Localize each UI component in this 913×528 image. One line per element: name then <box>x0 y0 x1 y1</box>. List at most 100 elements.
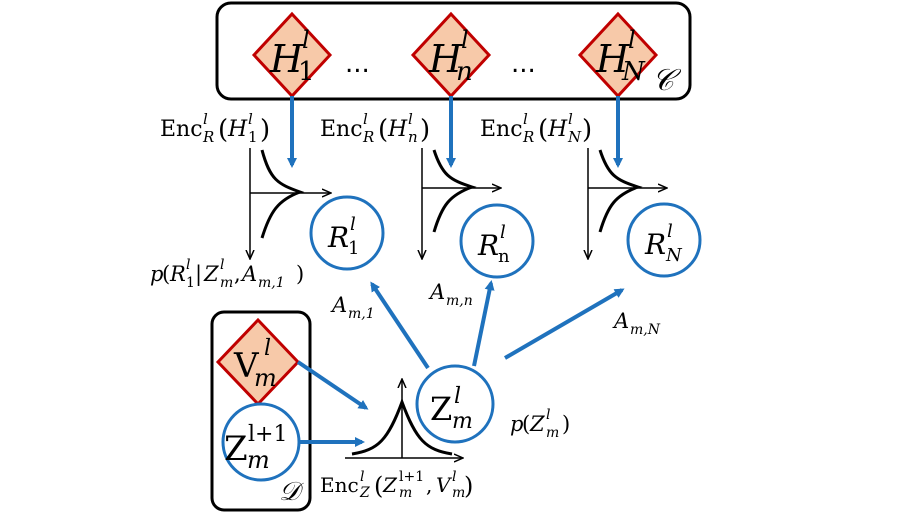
svg-text:(: ( <box>218 115 228 145</box>
svg-text:R: R <box>644 228 666 261</box>
svg-text:m: m <box>254 364 277 392</box>
svg-text:m: m <box>247 446 270 474</box>
svg-text:m,N: m,N <box>630 322 661 338</box>
group-d-label: 𝒟 <box>279 477 304 507</box>
svg-text:N: N <box>621 57 646 87</box>
group-c-box <box>215 1 692 101</box>
svg-text:R: R <box>202 128 214 146</box>
svg-text:1: 1 <box>348 238 359 259</box>
svg-text:l+1: l+1 <box>248 422 287 447</box>
svg-text:): ) <box>420 115 430 145</box>
svg-text:l: l <box>360 469 364 485</box>
svg-text:H: H <box>387 117 408 142</box>
svg-text:R: R <box>362 128 374 146</box>
svg-text:Z: Z <box>430 390 452 428</box>
svg-text:Z: Z <box>203 262 219 286</box>
svg-text:l: l <box>523 110 528 128</box>
svg-text:(: ( <box>378 115 388 145</box>
prior-distribution-sketch <box>345 380 462 458</box>
enc-r-label-N: Enc l R ( H l N ) <box>480 110 592 146</box>
svg-text:m,1: m,1 <box>258 275 285 291</box>
svg-text:,: , <box>426 473 432 497</box>
svg-text:m,1: m,1 <box>348 306 375 322</box>
arrow-z-to-rn <box>472 280 495 367</box>
svg-text:Z: Z <box>529 412 545 436</box>
svg-text:l: l <box>248 110 253 128</box>
svg-text:(: ( <box>522 412 530 436</box>
distribution-sketch-1 <box>250 148 330 258</box>
svg-text:p: p <box>150 262 163 286</box>
svg-text:l: l <box>408 110 413 128</box>
distribution-sketch-n <box>422 148 500 258</box>
svg-text:H: H <box>547 117 568 142</box>
svg-text:1: 1 <box>186 275 195 291</box>
svg-text:Z: Z <box>224 429 248 469</box>
enc-r-label-1: Enc l R ( H l 1 ) <box>160 110 270 146</box>
svg-text:m: m <box>546 425 559 441</box>
enc-r-label-n: Enc l R ( H l n ) <box>320 110 430 146</box>
svg-text:l: l <box>568 110 573 128</box>
a-label-N: A m,N <box>612 309 661 338</box>
svg-text:N: N <box>567 128 582 146</box>
svg-text:m: m <box>399 485 412 501</box>
svg-text:A: A <box>240 262 257 286</box>
enc-z-label: Enc l Z ( Z l+1 m , V l m ) <box>320 469 473 501</box>
svg-text:l: l <box>350 214 356 235</box>
svg-text:R: R <box>477 229 499 262</box>
svg-text:): ) <box>582 115 592 145</box>
svg-text:R: R <box>327 221 349 254</box>
svg-text:Z: Z <box>359 485 370 501</box>
prior-label: p ( Z l m ) <box>510 407 570 441</box>
svg-text:N: N <box>665 245 683 266</box>
svg-text:V: V <box>233 346 260 386</box>
svg-text:Enc: Enc <box>320 117 363 142</box>
svg-text:Z: Z <box>382 473 398 497</box>
svg-text:Enc: Enc <box>160 117 203 142</box>
r-node-1: R l 1 <box>309 195 385 271</box>
svg-text:m: m <box>452 485 465 501</box>
svg-text:l: l <box>461 26 469 54</box>
svg-text:A: A <box>428 280 445 304</box>
svg-text:l: l <box>667 221 673 242</box>
z-next-node: Z l+1 m <box>221 402 301 482</box>
svg-text:n: n <box>408 128 418 146</box>
group-c-label: 𝒞 <box>652 63 682 98</box>
svg-text:m: m <box>220 275 233 291</box>
svg-text:l: l <box>203 110 208 128</box>
svg-text:A: A <box>330 293 347 317</box>
svg-text:l: l <box>452 469 456 485</box>
svg-text:n: n <box>456 57 473 87</box>
likelihood-label: p ( R l 1 | Z l m , A m,1 ) <box>150 257 304 291</box>
ellipsis-1: ... <box>345 49 370 79</box>
svg-text:): ) <box>260 115 270 145</box>
svg-text:,: , <box>234 262 241 286</box>
r-node-n: R l n <box>459 203 535 279</box>
svg-text:(: ( <box>374 472 383 500</box>
v-node: V l m <box>215 317 301 407</box>
svg-text:m,n: m,n <box>446 293 473 309</box>
svg-text:): ) <box>562 412 570 436</box>
svg-text:Enc: Enc <box>480 117 523 142</box>
svg-text:(: ( <box>162 262 170 286</box>
svg-text:l: l <box>500 222 506 243</box>
svg-text:): ) <box>464 472 473 500</box>
z-node: Z l m <box>415 364 495 444</box>
svg-text:1: 1 <box>298 57 315 87</box>
svg-text:H: H <box>428 37 463 81</box>
distribution-sketch-N <box>588 148 666 258</box>
svg-text:l+1: l+1 <box>399 469 424 485</box>
svg-text:|: | <box>195 262 202 287</box>
svg-text:): ) <box>296 262 304 286</box>
svg-text:H: H <box>227 117 248 142</box>
svg-text:Enc: Enc <box>320 473 359 497</box>
svg-text:l: l <box>628 26 636 54</box>
svg-text:V: V <box>436 473 453 497</box>
svg-text:l: l <box>302 26 310 54</box>
a-label-1: A m,1 <box>330 293 375 322</box>
svg-text:l: l <box>264 336 271 361</box>
arrow-z-to-r1 <box>370 281 430 370</box>
svg-text:R: R <box>522 128 534 146</box>
svg-text:(: ( <box>538 115 548 145</box>
svg-text:1: 1 <box>248 128 258 146</box>
